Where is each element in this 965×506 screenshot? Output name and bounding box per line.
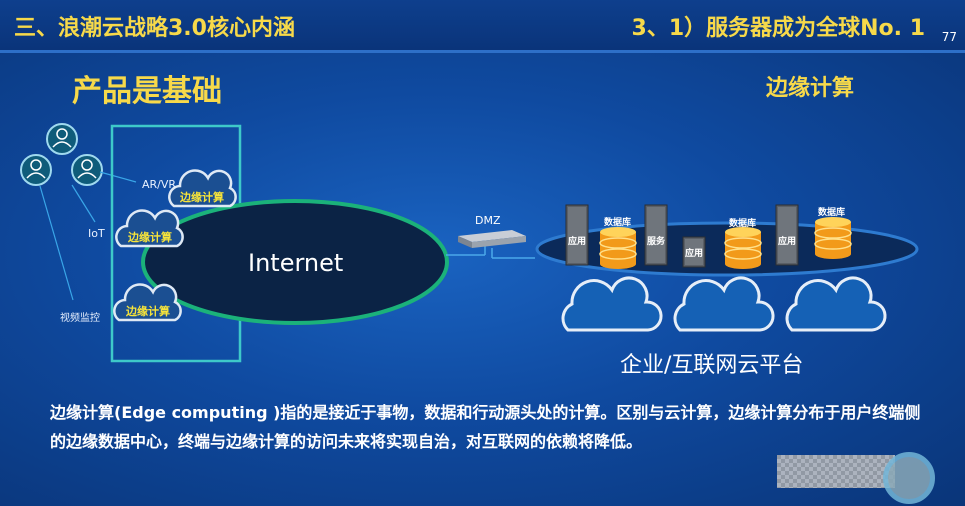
record-indicator-icon — [883, 452, 935, 504]
dmz-links — [446, 246, 535, 259]
server-icon — [775, 204, 799, 266]
user-icon — [46, 123, 78, 155]
watermark-overlay — [777, 455, 895, 488]
server-label: 服务 — [647, 237, 666, 247]
server-icon — [682, 236, 706, 268]
internet-ellipse — [141, 199, 449, 325]
user-icon — [71, 154, 103, 186]
header-right-title: 3、1）服务器成为全球No. 1 — [631, 16, 925, 41]
server-label: 应用 — [568, 237, 587, 247]
section-title: 边缘计算 — [766, 76, 855, 101]
server-label: 应用 — [685, 249, 704, 259]
page-number: 77 — [941, 30, 957, 44]
dmz-label: DMZ — [475, 214, 501, 227]
platform-label: 企业/互联网云平台 — [620, 353, 804, 378]
device-label-arvr: AR/VR — [142, 178, 177, 191]
database-icon — [724, 227, 762, 269]
description-text: 边缘计算(Edge computing )指的是接近于事物，数据和行动源头处的计… — [50, 403, 921, 451]
edge-cloud-label: 边缘计算 — [126, 305, 170, 318]
device-label-iot: IoT — [88, 227, 105, 240]
server-icon — [644, 204, 668, 266]
subtitle: 产品是基础 — [72, 74, 222, 109]
header-bar: 三、浪潮云战略3.0核心内涵 3、1）服务器成为全球No. 1 77 — [0, 0, 965, 53]
header-left-title: 三、浪潮云战略3.0核心内涵 — [14, 16, 295, 41]
edge-cloud — [113, 283, 182, 322]
edge-cloud-label: 边缘计算 — [128, 231, 172, 244]
database-label: 数据库 — [604, 218, 632, 228]
dmz-server-icon — [458, 230, 526, 248]
database-label: 数据库 — [729, 219, 757, 229]
connection-arrows — [39, 171, 137, 301]
edge-cloud-label: 边缘计算 — [180, 191, 224, 204]
database-label: 数据库 — [818, 208, 846, 218]
database-icon — [814, 217, 852, 259]
platform-cloud — [673, 276, 775, 332]
device-label-video: 视频监控 — [60, 313, 100, 324]
server-label: 应用 — [778, 237, 797, 247]
internet-label: Internet — [248, 249, 344, 277]
platform-cloud — [785, 276, 887, 332]
database-icon — [599, 227, 637, 269]
edge-cloud — [115, 209, 184, 248]
platform-cloud — [561, 276, 663, 332]
server-icon — [565, 204, 589, 266]
user-icon — [20, 154, 52, 186]
edge-cloud — [168, 169, 237, 208]
